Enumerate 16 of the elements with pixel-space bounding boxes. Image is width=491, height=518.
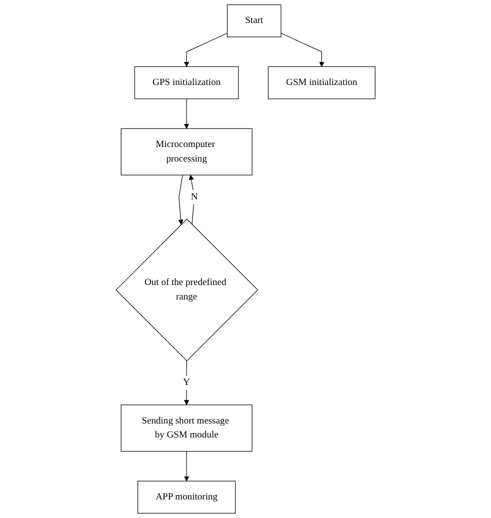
- arrow: [188, 174, 194, 225]
- node-diamond: Out of the predefined range: [116, 218, 258, 362]
- edge-label: N: [190, 192, 198, 202]
- arrow: [184, 360, 190, 406]
- arrow: [184, 451, 190, 482]
- arrow: [184, 98, 190, 129]
- node-box: Microcomputer processing: [120, 128, 252, 176]
- arrow: [178, 174, 184, 225]
- node-box: APP monitoring: [137, 480, 236, 514]
- node-box: Start: [226, 4, 282, 38]
- node-box: GPS initialization: [134, 66, 239, 100]
- edge-label: Y: [183, 377, 190, 388]
- arrow: [184, 32, 228, 67]
- node-box: GSM initialization: [268, 66, 376, 100]
- arrow: [280, 32, 324, 67]
- node-box: Sending short message by GSM module: [120, 404, 252, 452]
